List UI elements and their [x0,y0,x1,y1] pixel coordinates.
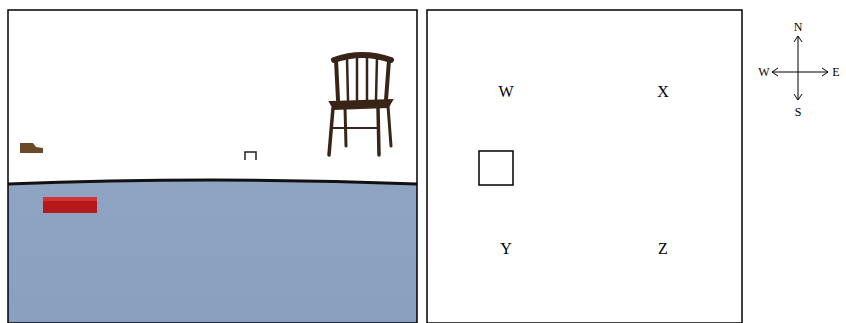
shoe-object [20,143,43,153]
compass-letter: E [832,66,839,78]
water-floor [8,180,417,323]
scene-view [8,10,417,323]
distant-frame [245,152,256,160]
red-box [43,197,97,213]
horizon-line [8,180,417,184]
place-label: Y [500,241,512,257]
object-square [479,151,513,185]
panel-border [8,10,417,323]
compass-letter: S [795,106,802,118]
compass-letter: W [758,66,769,78]
chair-object [329,55,392,155]
place-label: Z [658,241,668,257]
sky [8,10,417,323]
red-box-top [43,197,97,201]
place-label: X [657,84,669,100]
compass-letter: N [794,21,803,33]
map-border [427,10,742,323]
place-label: W [498,84,513,100]
compass-rose [772,36,828,100]
